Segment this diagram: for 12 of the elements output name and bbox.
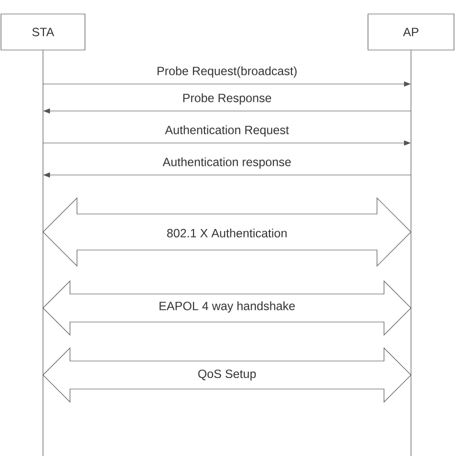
edge-label: EAPOL 4 way handshake [158, 300, 296, 314]
participant-box: STA [0, 14, 86, 50]
edge-label: Authentication response [162, 156, 292, 170]
double-block-arrow [42, 197, 412, 267]
participant-box: AP [368, 14, 454, 50]
edge-label: 802.1 X Authentication [166, 228, 288, 238]
edge-label: Probe Request(broadcast) [156, 65, 298, 79]
double-block-arrow [42, 280, 412, 336]
edge-label: QoS Setup [196, 368, 258, 382]
double-block-arrow [42, 347, 412, 403]
edge-label: Authentication Request [164, 124, 290, 138]
edge-label: Probe Response [181, 92, 273, 106]
